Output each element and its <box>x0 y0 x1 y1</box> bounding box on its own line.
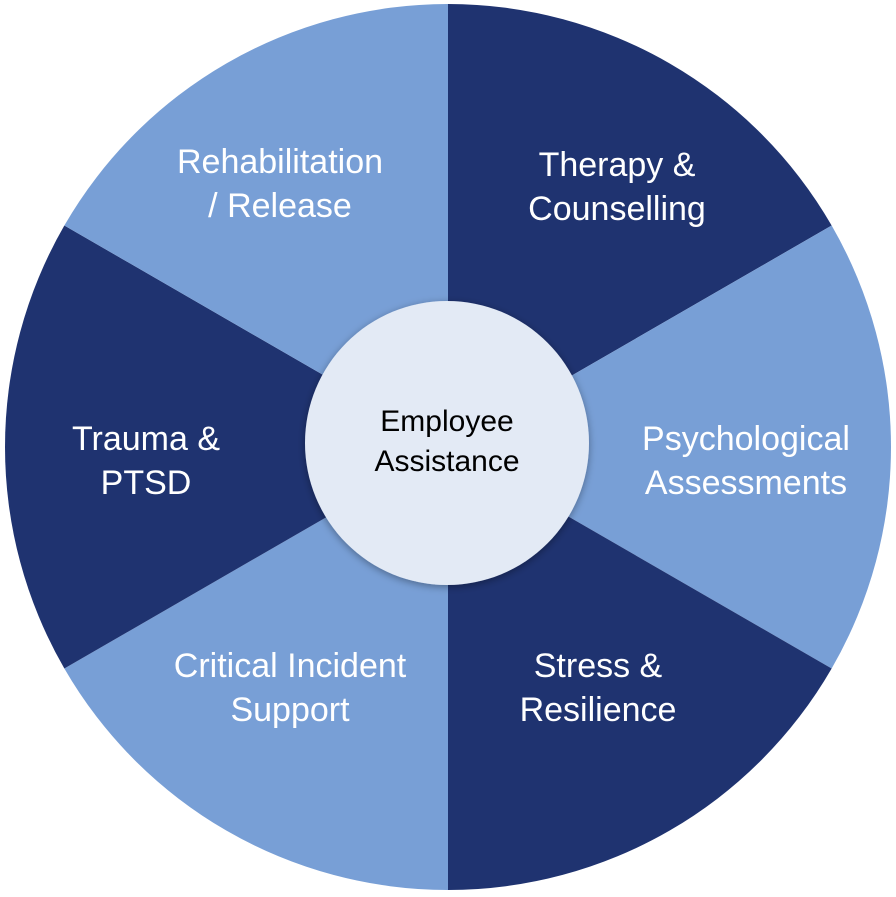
wheel-segment <box>64 447 449 890</box>
label-line: / Release <box>208 187 352 225</box>
label-line: PTSD <box>100 464 192 502</box>
label-line: Stress & <box>533 647 663 685</box>
label-line: Critical Incident <box>173 647 407 685</box>
segment-label-trauma: Trauma & PTSD <box>72 417 220 505</box>
wheel-segment <box>64 4 449 447</box>
segment-label-stress: Stress & Resilience <box>520 644 677 732</box>
wheel-segment <box>5 225 449 669</box>
center-line: Assistance <box>374 445 520 478</box>
label-line: Rehabilitation <box>176 143 384 181</box>
label-line: Psychological <box>642 420 850 458</box>
center-hub <box>305 301 589 585</box>
wheel-segment <box>448 4 832 447</box>
wheel-segment <box>448 447 832 890</box>
label-line: Support <box>230 691 350 729</box>
wheel-segment <box>448 225 891 669</box>
segment-label-rehabilitation: Rehabilitation / Release <box>177 140 383 228</box>
label-line: Resilience <box>519 691 677 729</box>
label-line: Trauma & <box>71 420 221 458</box>
label-line: Counselling <box>528 190 706 228</box>
label-line: Assessments <box>644 464 848 502</box>
label-line: Therapy & <box>538 146 696 184</box>
segment-label-therapy: Therapy & Counselling <box>528 143 706 231</box>
center-line: Employee <box>380 405 514 438</box>
